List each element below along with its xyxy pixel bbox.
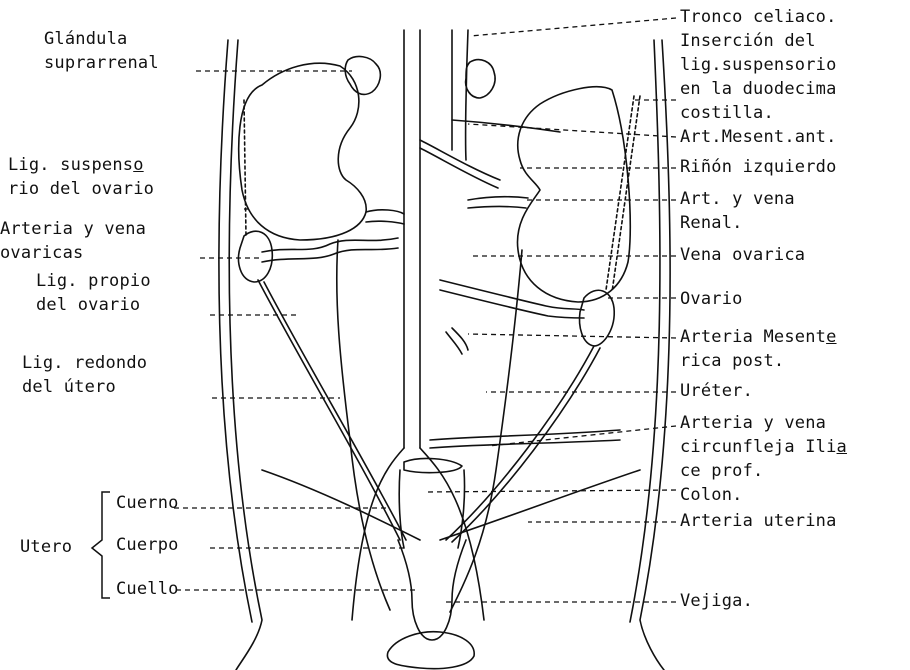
bladder xyxy=(387,632,474,669)
label-arteria-vena-ovaricas-2: ovaricas xyxy=(0,242,83,264)
label-circunfleja-1: Arteria y vena xyxy=(680,412,826,434)
label-cuello: Cuello xyxy=(116,578,179,600)
label-art-vena-renal-1: Art. y vena xyxy=(680,188,795,210)
label-lig-redondo-2: del útero xyxy=(22,376,116,398)
leader-lines xyxy=(174,18,676,602)
label-insercion-3: en la duodecima xyxy=(680,78,837,100)
label-rinon-izquierdo: Riñón izquierdo xyxy=(680,156,837,178)
uterus xyxy=(398,540,466,640)
left-kidney xyxy=(239,63,366,240)
label-glandula-2: suprarrenal xyxy=(44,52,159,74)
label-colon: Colon. xyxy=(680,484,743,506)
label-lig-propio-2: del ovario xyxy=(36,294,140,316)
label-ureter: Uréter. xyxy=(680,380,753,402)
label-ovario: Ovario xyxy=(680,288,743,310)
label-arteria-mesenterica-1: Arteria Mesente xyxy=(680,326,837,348)
label-tronco-celiaco: Tronco celiaco. xyxy=(680,6,837,28)
colon xyxy=(404,459,462,473)
body-outline xyxy=(219,40,670,670)
right-kidney xyxy=(517,87,630,302)
label-art-mesent-ant: Art.Mesent.ant. xyxy=(680,126,837,148)
label-lig-suspensorio-2: rio del ovario xyxy=(8,178,154,200)
label-utero: Utero xyxy=(20,536,72,558)
left-ovary xyxy=(239,231,273,282)
utero-brace xyxy=(92,492,110,598)
label-arteria-uterina: Arteria uterina xyxy=(680,510,837,532)
label-vejiga: Vejiga. xyxy=(680,590,753,612)
label-arteria-mesenterica-2: rica post. xyxy=(680,350,784,372)
label-vena-ovarica: Vena ovarica xyxy=(680,244,805,266)
left-ureter xyxy=(337,240,390,610)
right-ureter xyxy=(450,250,522,612)
label-insercion-4: costilla. xyxy=(680,102,774,124)
right-adrenal xyxy=(466,60,495,98)
label-glandula-1: Glándula xyxy=(44,28,127,50)
label-circunfleja-2: circunfleja Ilia xyxy=(680,436,847,458)
label-circunfleja-3: ce prof. xyxy=(680,460,763,482)
label-cuerpo: Cuerpo xyxy=(116,534,179,556)
label-lig-redondo-1: Lig. redondo xyxy=(22,352,147,374)
label-cuerno: Cuerno xyxy=(116,492,179,514)
label-art-vena-renal-2: Renal. xyxy=(680,212,743,234)
label-lig-suspensorio-1: Lig. suspenso xyxy=(8,154,144,176)
label-arteria-vena-ovaricas-1: Arteria y vena xyxy=(0,218,146,240)
label-insercion-1: Inserción del xyxy=(680,30,816,52)
label-lig-propio-1: Lig. propio xyxy=(36,270,151,292)
label-insercion-2: lig.suspensorio xyxy=(680,54,837,76)
